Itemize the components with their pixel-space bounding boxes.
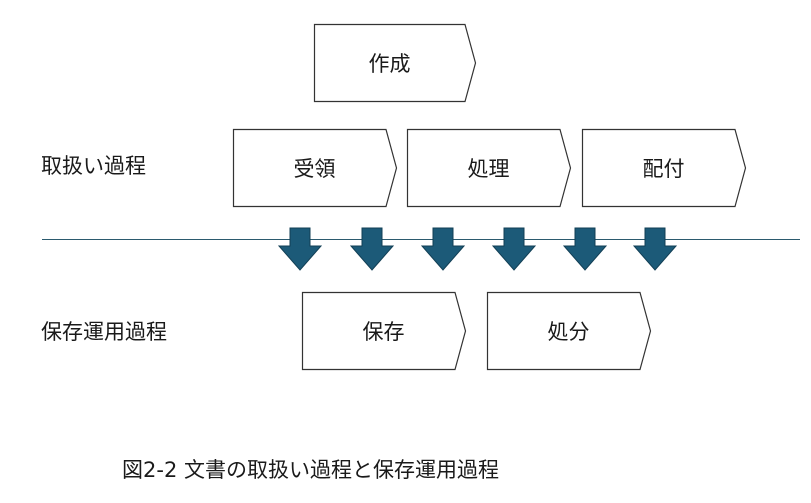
down-arrow-icon: [420, 227, 466, 271]
step-box-receive-shape: [232, 128, 398, 208]
step-box-distribute: 配付: [581, 128, 747, 208]
down-arrow-icon: [632, 227, 678, 271]
down-arrow-icon: [562, 227, 608, 271]
step-box-dispose-shape: [486, 291, 652, 371]
step-label-distribute: 配付: [642, 157, 685, 181]
step-box-create: 作成: [313, 23, 477, 103]
process-divider-line: [42, 239, 800, 240]
step-label-process: 処理: [467, 157, 510, 181]
step-label-dispose: 処分: [547, 320, 590, 344]
down-arrow-icon: [349, 227, 395, 271]
step-label-create: 作成: [368, 52, 411, 76]
step-box-create-shape: [313, 23, 477, 103]
step-box-preserve-shape: [301, 291, 467, 371]
step-box-process: 処理: [406, 128, 572, 208]
step-label-receive: 受領: [293, 157, 336, 181]
step-box-dispose: 処分: [486, 291, 652, 371]
figure-caption: 図2-2 文書の取扱い過程と保存運用過程: [122, 458, 499, 482]
down-arrow-icon: [277, 227, 323, 271]
step-box-receive: 受領: [232, 128, 398, 208]
down-arrow-icon: [491, 227, 537, 271]
step-box-process-shape: [406, 128, 572, 208]
step-box-preserve: 保存: [301, 291, 467, 371]
step-box-distribute-shape: [581, 128, 747, 208]
step-label-preserve: 保存: [362, 320, 405, 344]
row-label-storage: 保存運用過程: [41, 320, 167, 344]
row-label-handling: 取扱い過程: [41, 154, 146, 178]
